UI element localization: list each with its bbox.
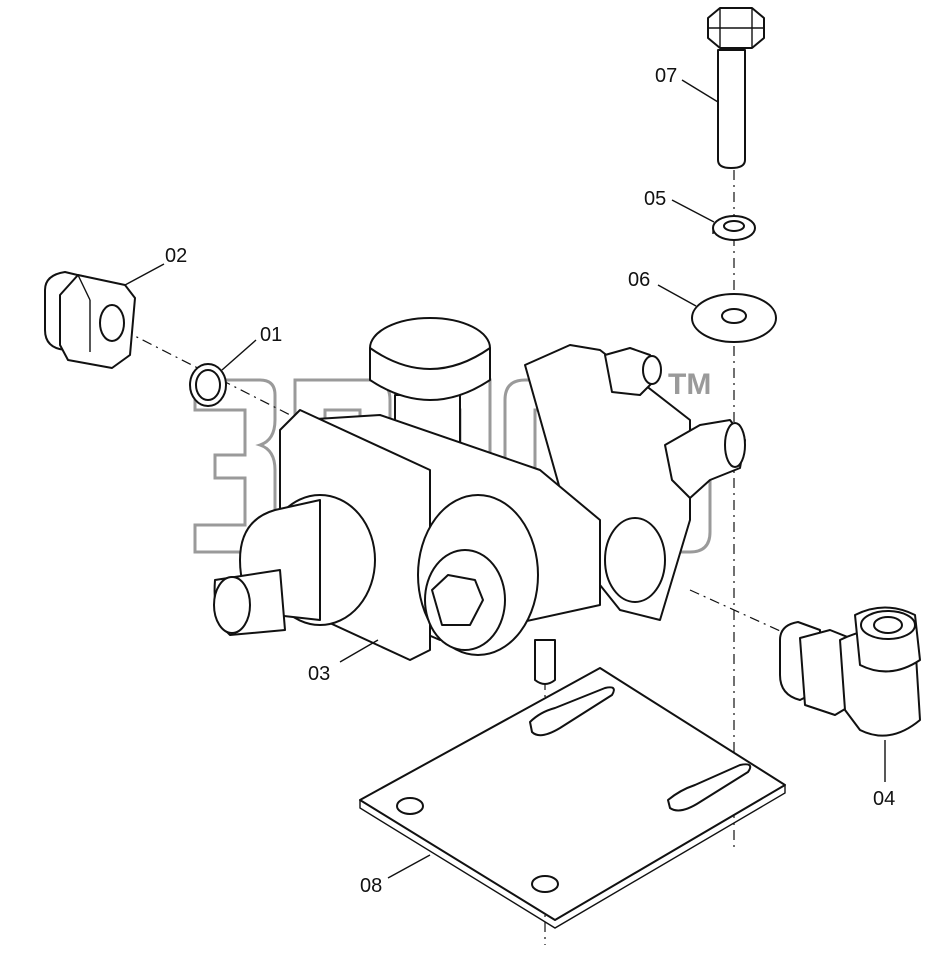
elbow-fitting (779, 606, 921, 737)
bolt (707, 7, 765, 169)
flat-washer (691, 293, 777, 343)
part-labels: 07 05 06 02 01 03 04 08 (165, 65, 895, 897)
label-part-05: 05 (644, 188, 666, 210)
label-part-02: 02 (165, 245, 187, 267)
plug (44, 271, 136, 369)
label-part-01: 01 (260, 324, 282, 346)
label-part-08: 08 (360, 875, 382, 897)
label-part-03: 03 (308, 663, 330, 685)
label-part-06: 06 (628, 269, 650, 291)
base-plate (359, 667, 786, 929)
valve-block (213, 317, 746, 685)
leader-lines (124, 79, 886, 879)
lock-washer (712, 215, 756, 241)
o-ring (189, 363, 227, 407)
label-part-04: 04 (873, 788, 895, 810)
label-part-07: 07 (655, 65, 677, 87)
watermark-tm-text: TM (668, 368, 711, 401)
